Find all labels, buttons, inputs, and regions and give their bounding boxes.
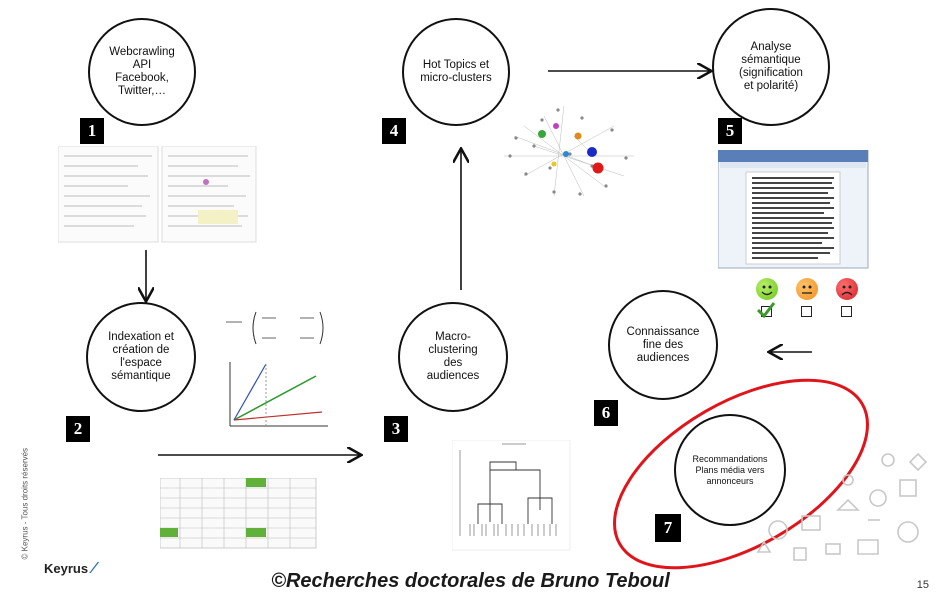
document-window-thumbnail xyxy=(718,150,869,269)
checkmark-icon xyxy=(756,302,776,319)
data-table-thumbnail xyxy=(160,478,317,549)
keyrus-logo-text: Keyrus xyxy=(44,561,89,576)
network-graph-thumbnail xyxy=(504,105,634,197)
step-1-circle: Webcrawling API Facebook, Twitter,… xyxy=(88,18,196,126)
step-5-badge: 5 xyxy=(718,118,742,144)
dendrogram-thumbnail xyxy=(452,440,571,551)
highlight-ellipse xyxy=(613,378,869,570)
step-7-badge: 7 xyxy=(655,514,681,542)
negative-smiley-icon xyxy=(836,278,858,300)
footer-credit: ©Recherches doctorales de Bruno Teboul xyxy=(271,570,670,592)
positive-smiley-icon xyxy=(756,278,778,300)
icon-cloud-decoration xyxy=(756,452,928,561)
step-7-circle: Recommandations Plans média vers annonce… xyxy=(674,414,786,526)
step-6-badge: 6 xyxy=(594,400,618,426)
neutral-checkbox xyxy=(801,306,812,317)
page-number: 15 xyxy=(916,579,929,591)
crawl-screenshots-thumbnail xyxy=(58,146,257,243)
negative-checkbox xyxy=(841,306,852,317)
step-4-badge: 4 xyxy=(382,118,406,144)
step-4-circle: Hot Topics et micro-clusters xyxy=(402,18,510,126)
step-2-badge: 2 xyxy=(66,416,90,442)
logo-mark-icon: ⁄ xyxy=(88,560,96,577)
step-2-circle: Indexation et création de l'espace séman… xyxy=(86,302,196,412)
smiley-faces xyxy=(761,285,853,296)
copyright-vertical-text: © Keyrus - Tous droits réservés xyxy=(20,447,30,560)
step-6-circle: Connaissance fine des audiences xyxy=(608,290,718,400)
step-5-circle: Analyse sémantique (signification et pol… xyxy=(712,8,830,126)
neutral-smiley-icon xyxy=(796,278,818,300)
step-1-badge: 1 xyxy=(80,118,104,144)
keyrus-logo: Keyrus ⁄ xyxy=(44,560,95,578)
step-3-circle: Macro- clustering des audiences xyxy=(398,302,508,412)
step-3-badge: 3 xyxy=(384,416,408,442)
matrix-vector-thumbnail xyxy=(226,311,328,427)
